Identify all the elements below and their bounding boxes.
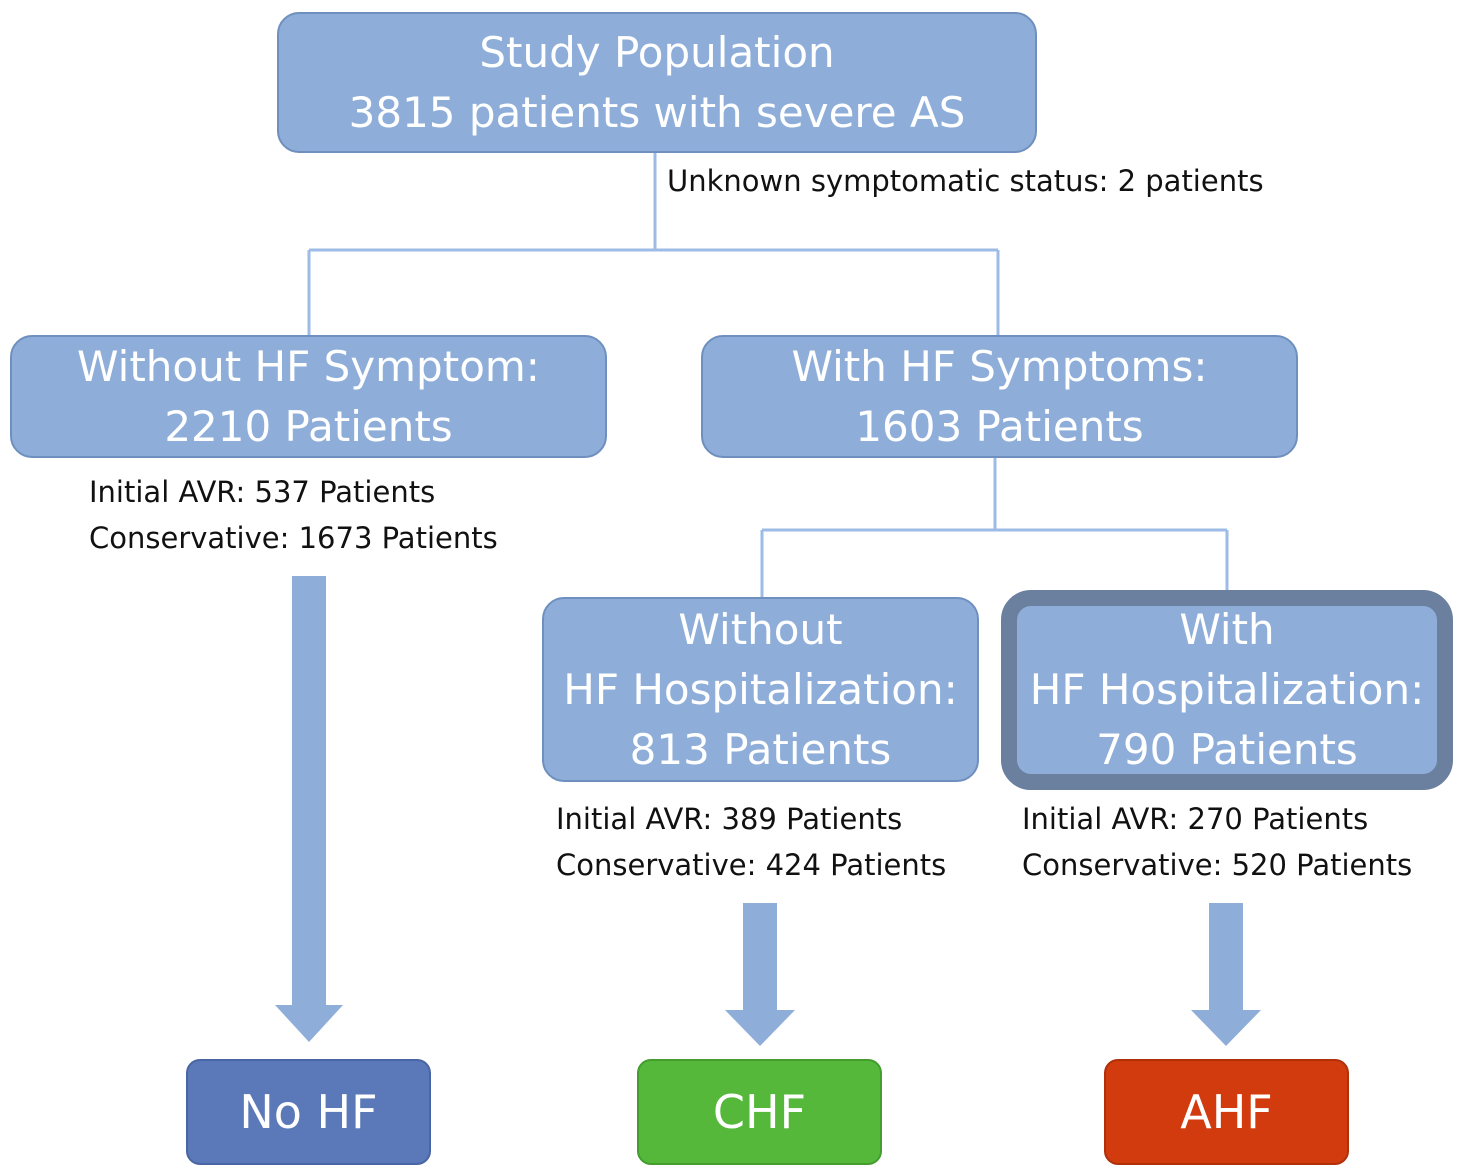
with-hf-hospitalization-initial-avr: Initial AVR: 270 Patients xyxy=(1022,802,1369,836)
with-hf-symptoms-count: 1603 Patients xyxy=(855,401,1144,451)
without-hf-hospitalization-count: 813 Patients xyxy=(629,724,892,774)
study-population-box: Study Population 3815 patients with seve… xyxy=(277,12,1037,153)
without-hf-symptom-box: Without HF Symptom: 2210 Patients xyxy=(10,335,607,458)
without-hf-symptom-conservative: Conservative: 1673 Patients xyxy=(89,521,498,555)
outcome-chf: CHF xyxy=(637,1059,882,1165)
without-hf-symptom-treatment: Initial AVR: 537 Patients Conservative: … xyxy=(89,469,498,561)
without-hf-hospitalization-box: Without HF Hospitalization: 813 Patients xyxy=(542,597,979,782)
with-hf-symptoms-label: With HF Symptoms: xyxy=(791,341,1208,391)
outcome-no-hf: No HF xyxy=(186,1059,431,1165)
arrow-to-ahf xyxy=(1191,903,1261,1046)
with-hf-symptoms-box: With HF Symptoms: 1603 Patients xyxy=(701,335,1298,458)
without-hf-symptom-count: 2210 Patients xyxy=(164,401,453,451)
with-hf-hospitalization-label-1: With xyxy=(1179,605,1275,654)
with-hf-hospitalization-label-2: HF Hospitalization: xyxy=(1029,665,1425,714)
without-hf-hospitalization-label-2: HF Hospitalization: xyxy=(563,664,958,714)
without-hf-symptom-initial-avr: Initial AVR: 537 Patients xyxy=(89,475,436,509)
outcome-ahf: AHF xyxy=(1104,1059,1349,1165)
with-hf-hospitalization-treatment: Initial AVR: 270 Patients Conservative: … xyxy=(1022,796,1412,888)
arrow-to-no-hf xyxy=(275,576,343,1042)
without-hf-hospitalization-initial-avr: Initial AVR: 389 Patients xyxy=(556,802,903,836)
without-hf-hospitalization-label-1: Without xyxy=(678,604,843,654)
study-population-title: Study Population xyxy=(479,27,835,77)
arrow-to-chf xyxy=(725,903,795,1046)
without-hf-hospitalization-treatment: Initial AVR: 389 Patients Conservative: … xyxy=(556,796,946,888)
without-hf-symptom-label: Without HF Symptom: xyxy=(77,341,540,391)
without-hf-hospitalization-conservative: Conservative: 424 Patients xyxy=(556,848,947,882)
with-hf-hospitalization-count: 790 Patients xyxy=(1096,725,1358,774)
excluded-note: Unknown symptomatic status: 2 patients xyxy=(667,164,1264,198)
with-hf-hospitalization-conservative: Conservative: 520 Patients xyxy=(1022,848,1413,882)
with-hf-hospitalization-box: With HF Hospitalization: 790 Patients xyxy=(1001,590,1453,790)
study-population-count: 3815 patients with severe AS xyxy=(348,87,966,137)
